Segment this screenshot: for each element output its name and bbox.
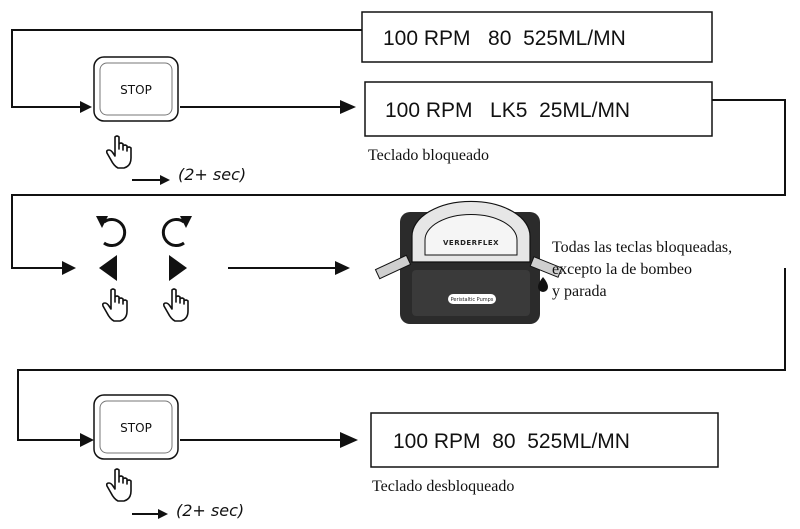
droplet-icon xyxy=(538,277,548,292)
rotate-clockwise-icon xyxy=(161,216,192,247)
note-line-1: Todas las teclas bloqueadas, xyxy=(552,239,732,256)
pump-label: Peristaltic Pumps xyxy=(451,297,494,303)
stop-key-1[interactable]: STOP xyxy=(93,56,179,122)
flow-lines xyxy=(11,29,786,448)
note-text: Todas las teclas bloqueadas, excepto la … xyxy=(552,239,732,300)
stop-key-2[interactable]: STOP xyxy=(93,394,179,460)
triangle-right-icon[interactable] xyxy=(169,255,187,281)
hold-arrow-2 xyxy=(132,509,168,519)
pointing-hand-icon xyxy=(162,288,189,322)
display-1: 100 RPM 80 525ML/MN xyxy=(361,11,713,63)
stop-key-1-label: STOP xyxy=(120,83,152,97)
display-2-text: 100 RPM LK5 25ML/MN xyxy=(385,99,630,122)
pointing-hand-icon xyxy=(105,468,132,502)
triangle-left-icon[interactable] xyxy=(99,255,117,281)
peristaltic-pump-illustration: VERDERFLEX Peristaltic Pumps xyxy=(374,200,563,324)
display-2: 100 RPM LK5 25ML/MN xyxy=(364,81,713,137)
hold-hint-2: (2+ sec) xyxy=(176,501,244,520)
note-line-2: excepto la de bombeo xyxy=(552,261,692,278)
note-line-3: y parada xyxy=(552,283,607,300)
hold-arrow-1 xyxy=(132,175,170,185)
caption-unlocked: Teclado desbloqueado xyxy=(372,478,514,495)
display-1-text: 100 RPM 80 525ML/MN xyxy=(383,27,626,50)
display-3-text: 100 RPM 80 525ML/MN xyxy=(393,430,630,453)
caption-locked: Teclado bloqueado xyxy=(368,147,489,164)
rotate-counterclockwise-icon xyxy=(96,216,127,247)
display-3: 100 RPM 80 525ML/MN xyxy=(370,412,719,468)
pointing-hand-icon xyxy=(105,135,132,169)
stop-key-2-label: STOP xyxy=(120,421,152,435)
pointing-hand-icon xyxy=(101,288,128,322)
pump-brand: VERDERFLEX xyxy=(443,239,499,247)
hold-hint-1: (2+ sec) xyxy=(178,165,246,184)
